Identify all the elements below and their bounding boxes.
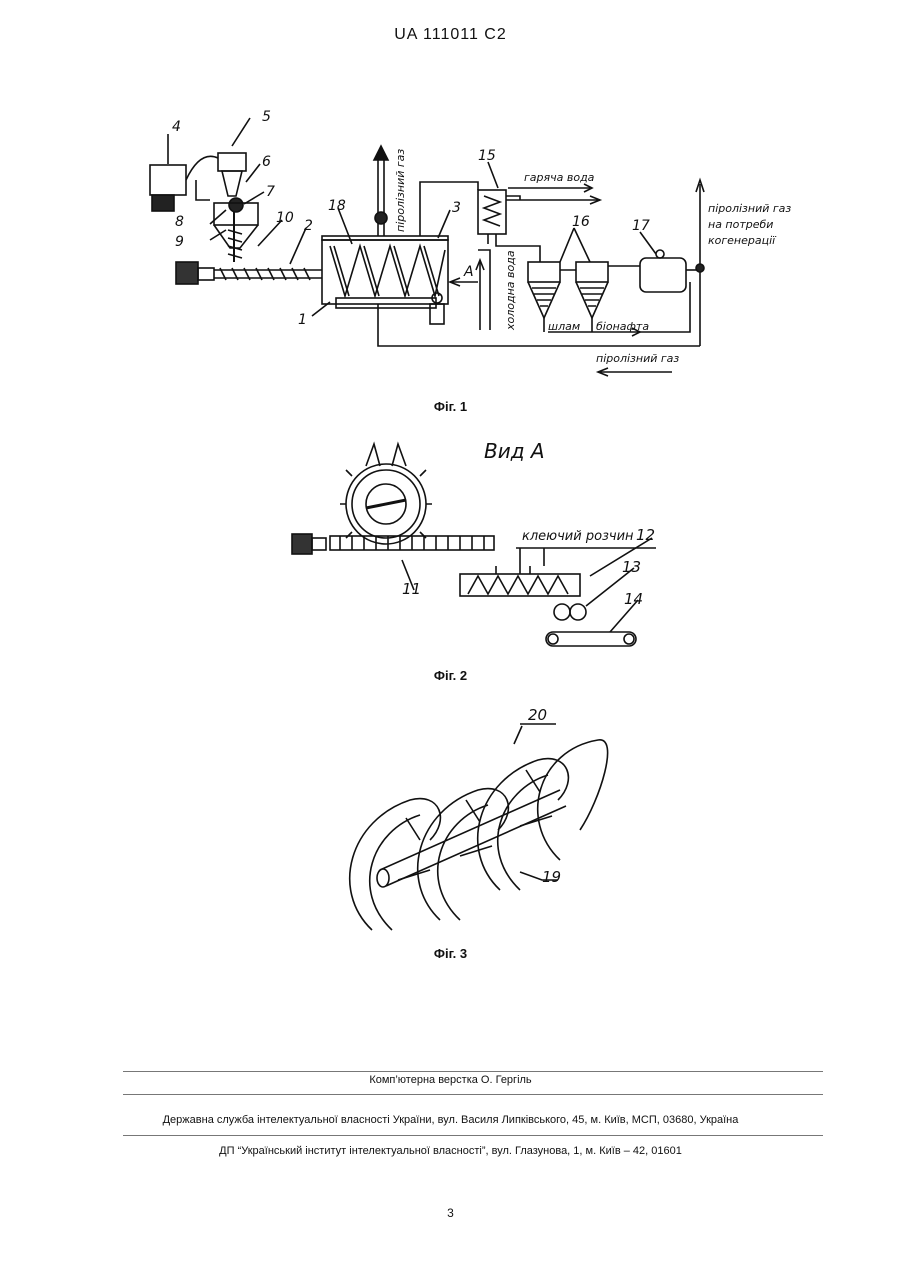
footer-rule-middle bbox=[123, 1094, 823, 1095]
footer-institute: ДП “Український інститут інтелектуальної… bbox=[0, 1145, 901, 1157]
fig2-num-11: 11 bbox=[402, 580, 421, 598]
fig1-num-2: 2 bbox=[304, 218, 313, 234]
fig1-label-cogen-2: на потреби bbox=[708, 218, 773, 231]
fig1-num-10: 10 bbox=[276, 210, 294, 226]
figure-1-drawing: 4 5 6 7 8 9 10 2 18 3 15 16 17 1 A пірол… bbox=[0, 0, 901, 420]
fig3-num-20: 20 bbox=[528, 706, 547, 724]
fig1-num-15: 15 bbox=[478, 148, 496, 164]
fig1-label-hot-water: гаряча вода bbox=[524, 171, 595, 184]
fig1-num-4: 4 bbox=[172, 119, 181, 135]
fig1-num-16: 16 bbox=[572, 214, 590, 230]
fig1-num-7: 7 bbox=[266, 184, 275, 200]
figure-3-caption: Фіг. 3 bbox=[0, 946, 901, 961]
figure-3-drawing: 20 19 bbox=[0, 690, 901, 940]
fig1-num-8: 8 bbox=[175, 214, 184, 230]
footer-agency: Державна служба інтелектуальної власност… bbox=[0, 1114, 901, 1126]
fig2-title: Вид А bbox=[484, 439, 545, 463]
fig1-label-pyro-gas-vertical: піролізний газ bbox=[394, 149, 407, 232]
fig2-num-13: 13 bbox=[622, 558, 641, 576]
fig1-label-pyro-gas-bottom: піролізний газ bbox=[596, 352, 679, 365]
fig1-label-cogen-3: когенерації bbox=[708, 234, 777, 247]
fig1-label-bio-oil: біонафта bbox=[596, 320, 649, 333]
page-number: 3 bbox=[0, 1206, 901, 1220]
fig1-arrow-a: A bbox=[463, 264, 474, 280]
fig1-num-6: 6 bbox=[262, 154, 271, 170]
fig2-label-glue: клеючий розчин bbox=[522, 529, 634, 544]
footer-rule-bottom bbox=[123, 1135, 823, 1136]
fig1-num-5: 5 bbox=[262, 109, 271, 125]
fig2-num-12: 12 bbox=[636, 526, 655, 544]
fig1-num-17: 17 bbox=[632, 218, 650, 234]
fig1-label-cogen-1: піролізний газ bbox=[708, 202, 791, 215]
fig1-num-9: 9 bbox=[175, 234, 184, 250]
fig2-num-14: 14 bbox=[624, 590, 643, 608]
fig1-num-3: 3 bbox=[452, 200, 461, 216]
figure-1-caption: Фіг. 1 bbox=[0, 399, 901, 414]
fig1-num-18: 18 bbox=[328, 198, 346, 214]
fig1-label-sludge: шлам bbox=[548, 320, 580, 333]
figure-2-caption: Фіг. 2 bbox=[0, 668, 901, 683]
footer-layout-credit: Комп’ютерна верстка О. Гергіль bbox=[0, 1074, 901, 1086]
fig3-num-19: 19 bbox=[542, 868, 561, 886]
bunker-4 bbox=[150, 165, 186, 195]
fig1-num-1: 1 bbox=[298, 312, 307, 328]
fig1-label-cold-water: холодна вода bbox=[504, 250, 517, 331]
footer-rule-top bbox=[123, 1071, 823, 1072]
figure-2-drawing: Вид А клеючий розчин 11 12 13 14 bbox=[0, 430, 901, 670]
